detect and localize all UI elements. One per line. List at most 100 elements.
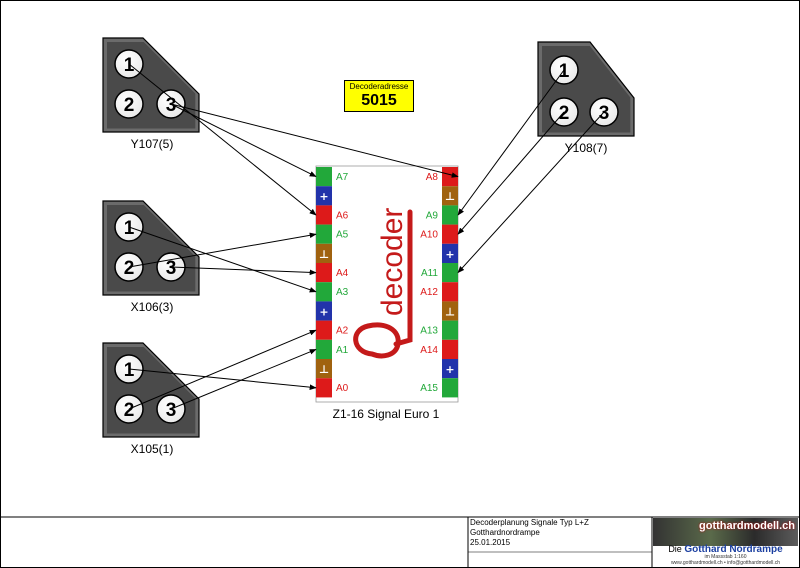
wire-1 <box>170 103 317 178</box>
lamp-number: 2 <box>124 95 135 116</box>
pin-label-A12: A12 <box>420 287 438 298</box>
decoder-address-label: Decoderadresse <box>349 82 409 91</box>
pin-L3 <box>316 224 332 244</box>
footer-line-2: Gotthardnordrampe <box>470 528 540 537</box>
lamp-number: 3 <box>599 103 610 124</box>
pin-L5 <box>316 263 332 283</box>
decoder-body <box>315 165 459 403</box>
wire-6 <box>128 368 317 390</box>
plus-icon: + <box>445 248 454 261</box>
wire-3 <box>128 226 317 293</box>
lamp-number: 1 <box>559 61 570 82</box>
lamp-number: 1 <box>124 55 135 76</box>
pin-L2 <box>316 205 332 225</box>
qdecoder-logo-icon: decoder <box>353 208 413 359</box>
footer-line-1: Decoderplanung Signale Typ L+Z <box>470 518 589 527</box>
lamp-icon <box>114 89 144 119</box>
lamp-number: 2 <box>124 258 135 279</box>
plus-icon: + <box>319 305 328 318</box>
pin-L8 <box>316 320 332 340</box>
decoder-name: Z1-16 Signal Euro 1 <box>333 407 440 421</box>
wire-8 <box>170 348 317 410</box>
pin-label-A4: A4 <box>336 268 349 279</box>
ground-icon: ⊥ <box>319 248 329 261</box>
lamp-number: 2 <box>559 103 570 124</box>
pin-R5 <box>442 263 458 283</box>
pin-R7 <box>442 301 458 321</box>
wire-0 <box>128 63 317 216</box>
lamp-number: 1 <box>124 360 135 381</box>
wire-5 <box>170 266 317 276</box>
decoder-address-value: 5015 <box>361 92 397 109</box>
signal-label-y107: Y107(5) <box>131 137 174 151</box>
lamp-number: 2 <box>124 400 135 421</box>
pin-label-A11: A11 <box>421 268 438 279</box>
scale-text: im Massstab 1:160 <box>704 554 747 560</box>
pin-L6 <box>316 282 332 302</box>
pin-R2 <box>442 205 458 225</box>
wire-9 <box>457 69 565 216</box>
pin-label-A5: A5 <box>336 230 349 241</box>
lamp-number: 3 <box>166 258 177 279</box>
pin-label-A2: A2 <box>336 326 349 337</box>
pin-L9 <box>316 339 332 359</box>
lamp-number: 3 <box>166 400 177 421</box>
pin-label-A8: A8 <box>426 172 439 183</box>
pin-L1 <box>316 186 332 206</box>
pin-R9 <box>442 339 458 359</box>
logo-text: gotthardmodell.ch <box>699 520 795 532</box>
footer-title-block: Decoderplanung Signale Typ L+Z Gotthardn… <box>470 518 589 548</box>
signal-label-y108: Y108(7) <box>565 141 608 155</box>
pin-L11 <box>316 378 332 398</box>
pin-L7 <box>316 301 332 321</box>
wire-group <box>128 63 605 410</box>
wire-10 <box>457 111 565 235</box>
web-text: www.gotthardmodell.ch • info@gotthardmod… <box>670 560 781 566</box>
plus-icon: + <box>319 190 328 203</box>
signal-label-x106: X106(3) <box>131 300 174 314</box>
lamp-number: 1 <box>124 218 135 239</box>
brand-prefix: Die <box>668 544 682 554</box>
pin-R11 <box>442 378 458 398</box>
pin-R1 <box>442 186 458 206</box>
lamp-number: 3 <box>166 95 177 116</box>
pin-L4 <box>316 243 332 263</box>
logo-banner: gotthardmodell.ch <box>653 518 798 546</box>
wire-11 <box>457 111 605 274</box>
ground-icon: ⊥ <box>319 363 329 376</box>
pin-label-A10: A10 <box>420 230 438 241</box>
pin-L10 <box>316 359 332 379</box>
pin-label-A13: A13 <box>420 326 438 337</box>
signal-label-x105: X105(1) <box>131 442 174 456</box>
pin-label-A14: A14 <box>420 345 438 356</box>
pin-L0 <box>316 167 332 187</box>
wire-2 <box>170 103 459 178</box>
decoder-logo-text: decoder <box>376 208 409 316</box>
pin-R8 <box>442 320 458 340</box>
wire-7 <box>128 329 317 410</box>
ground-icon: ⊥ <box>445 305 455 318</box>
pin-label-A1: A1 <box>336 345 349 356</box>
decoder-address-box: Decoderadresse 5015 <box>344 80 414 112</box>
pin-label-A7: A7 <box>336 172 349 183</box>
footer-line-3: 25.01.2015 <box>470 538 511 547</box>
pin-label-A3: A3 <box>336 287 349 298</box>
brand-line: Die Gotthard Nordrampe <box>653 544 798 555</box>
pin-R4 <box>442 243 458 263</box>
pin-label-A9: A9 <box>426 210 439 221</box>
pin-R3 <box>442 224 458 244</box>
ground-icon: ⊥ <box>445 190 455 203</box>
pin-R0 <box>442 167 458 187</box>
pin-label-A15: A15 <box>420 383 438 394</box>
wire-4 <box>128 232 317 268</box>
pin-label-A6: A6 <box>336 210 349 221</box>
plus-icon: + <box>445 363 454 376</box>
brand-name: Gotthard Nordrampe <box>684 544 783 555</box>
pin-R10 <box>442 359 458 379</box>
